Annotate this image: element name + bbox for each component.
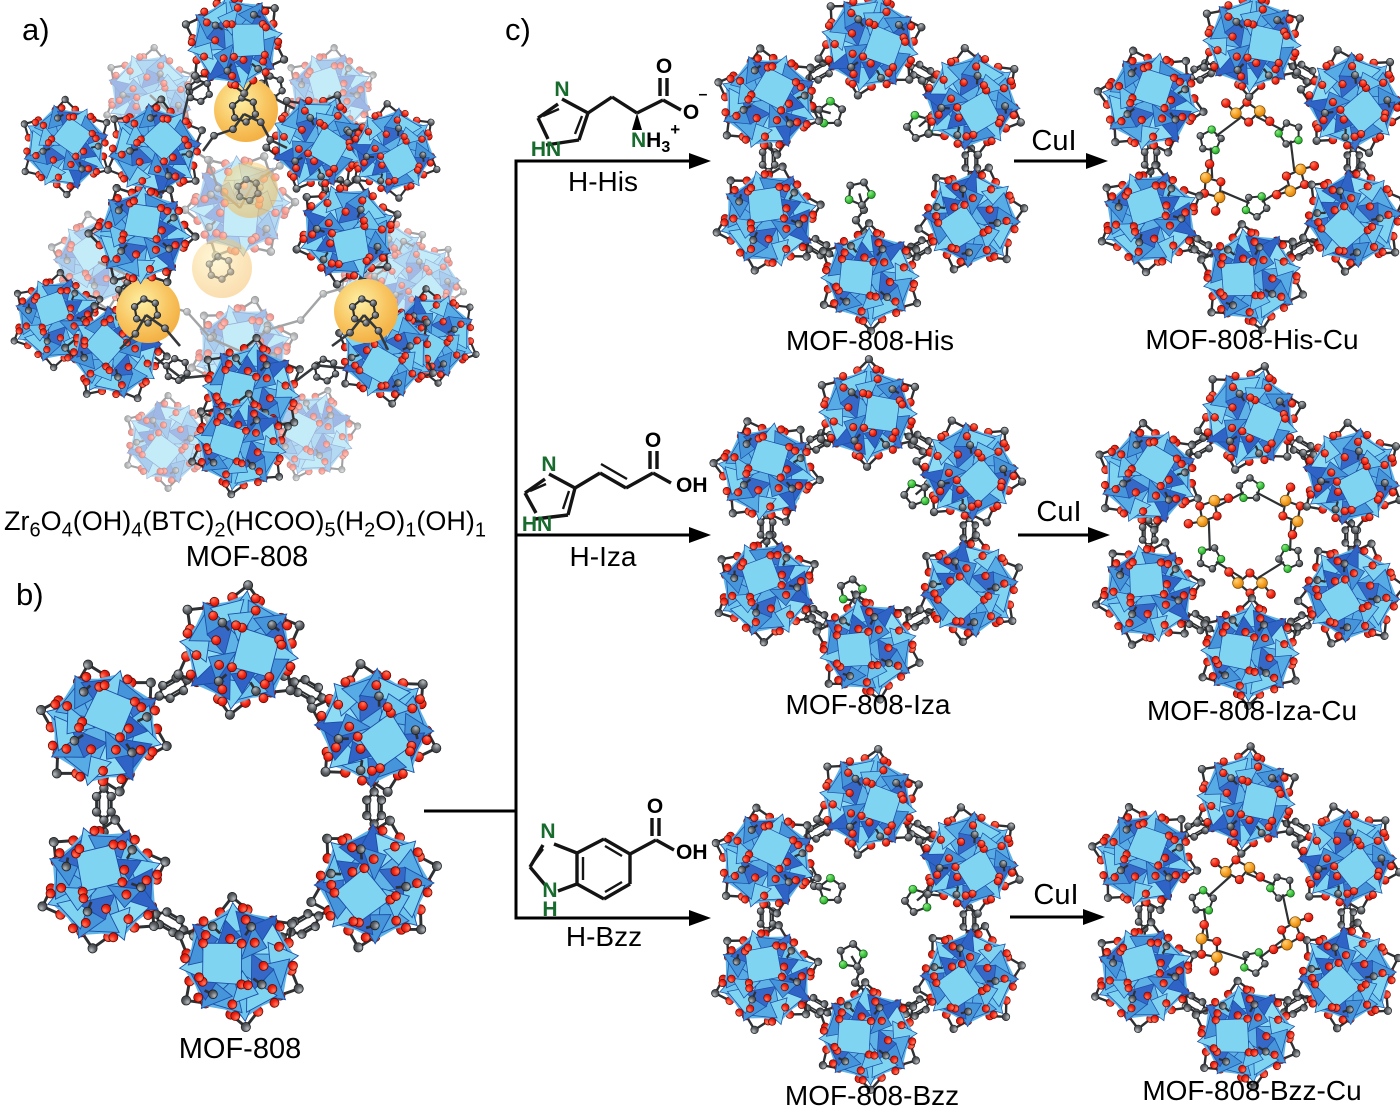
svg-text:MOF-808: MOF-808 xyxy=(179,1033,301,1065)
svg-text:O: O xyxy=(656,55,672,78)
svg-text:MOF-808-Iza: MOF-808-Iza xyxy=(786,689,951,720)
svg-text:O: O xyxy=(645,429,661,452)
svg-text:MOF-808-His: MOF-808-His xyxy=(786,325,954,356)
svg-text:MOF-808-Iza-Cu: MOF-808-Iza-Cu xyxy=(1147,695,1357,726)
svg-text:MOF-808: MOF-808 xyxy=(186,541,308,573)
svg-text:CuI: CuI xyxy=(1036,496,1081,528)
svg-text:HN: HN xyxy=(531,138,561,161)
svg-text:HN: HN xyxy=(522,513,552,536)
svg-text:H-Bzz: H-Bzz xyxy=(566,921,642,952)
svg-text:c): c) xyxy=(505,12,531,47)
svg-text:O: O xyxy=(647,795,663,818)
svg-text:H: H xyxy=(542,898,557,921)
svg-text:N: N xyxy=(554,78,569,101)
svg-text:H-Iza: H-Iza xyxy=(570,541,637,572)
svg-text:Zr6O4(OH)4(BTC)2(HCOO)5(H2O)1(: Zr6O4(OH)4(BTC)2(HCOO)5(H2O)1(OH)1 xyxy=(4,506,486,542)
svg-text:–: – xyxy=(699,86,708,103)
svg-text:MOF-808-His-Cu: MOF-808-His-Cu xyxy=(1145,324,1358,355)
svg-text:OH: OH xyxy=(676,474,708,497)
svg-text:b): b) xyxy=(16,577,44,612)
svg-text:OH: OH xyxy=(676,841,708,864)
svg-text:N: N xyxy=(541,453,556,476)
svg-text:CuI: CuI xyxy=(1031,125,1076,157)
svg-text:H-His: H-His xyxy=(568,166,638,197)
svg-text:NH3+: NH3+ xyxy=(631,120,680,156)
svg-text:N: N xyxy=(542,879,557,902)
svg-text:CuI: CuI xyxy=(1033,879,1078,911)
svg-text:a): a) xyxy=(22,12,50,47)
svg-text:MOF-808-Bzz-Cu: MOF-808-Bzz-Cu xyxy=(1142,1075,1361,1106)
svg-text:N: N xyxy=(540,820,555,843)
svg-text:MOF-808-Bzz: MOF-808-Bzz xyxy=(785,1080,959,1111)
svg-text:O: O xyxy=(683,101,699,124)
